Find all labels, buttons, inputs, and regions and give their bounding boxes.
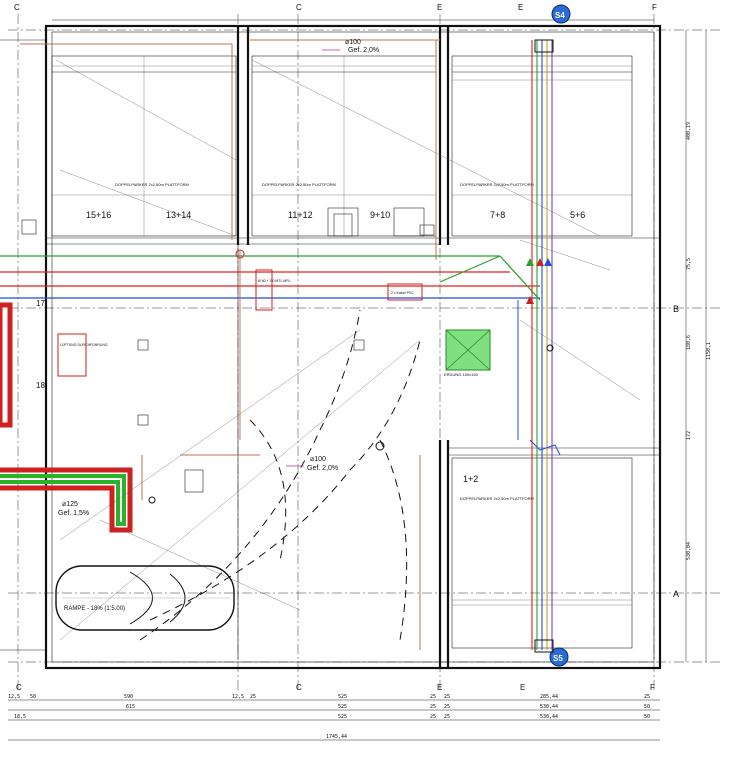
red-label-cable: 2 x Kabel PVC	[391, 291, 414, 295]
bottom-dims-row2: 615 525 25 25 530,44 50	[126, 704, 650, 710]
right-dimension-lines: 400,19 75,5 180,6 172 1150,1 530,04	[685, 30, 712, 662]
slope-label-top: ⌀100 Gef. 2,0%	[322, 39, 379, 54]
bay-labels: 15+16 13+14 11+12 9+10 7+8 5+6 1+2	[86, 210, 585, 484]
riser-s4: S4	[551, 4, 571, 24]
slope-label-mid: ⌀100 Gef. 2,0%	[286, 456, 338, 472]
bay-label-11-12: 11+12	[288, 210, 313, 220]
duplex-labels: DOPPELPARKER 2x2,50m PLATTFORM DOPPELPAR…	[115, 182, 534, 501]
bay-label-13-14: 13+14	[166, 210, 191, 220]
grid-axis-labels: C C E E F C C E E F B A	[14, 3, 679, 692]
slope-top-diameter: ⌀100	[345, 39, 361, 46]
right-dim-3: 180,6	[686, 335, 692, 350]
right-dim-4: 172	[686, 431, 692, 440]
dim-r2-5: 50	[644, 704, 650, 710]
bottom-dims-row3: 18,5 525 25 25 530,44 50	[14, 714, 650, 720]
dim-r2-4: 530,44	[540, 704, 558, 710]
axis-label-bottom-e2: E	[520, 683, 525, 692]
dim-r1-7: 25	[444, 694, 450, 700]
riser-s5: S5	[549, 647, 569, 667]
right-dim-2: 75,5	[686, 258, 692, 270]
axis-label-bottom-e1: E	[437, 683, 442, 692]
axis-label-bottom-c1: C	[16, 683, 22, 692]
pipe-runs	[0, 39, 561, 650]
dim-r3-2: 25	[430, 714, 436, 720]
slope-label-left: ⌀125 Gef. 1,5%	[58, 501, 89, 517]
axis-label-top-c1: C	[14, 3, 20, 12]
duplex-label-1: DOPPELPARKER 2x2,50m PLATTFORM	[115, 182, 189, 187]
dim-r2-1: 525	[338, 704, 347, 710]
riser-s4-label: S4	[555, 11, 565, 20]
axis-label-right-b: B	[673, 304, 679, 314]
drain-channel	[0, 302, 133, 533]
axis-label-bottom-c2: C	[296, 683, 302, 692]
dim-r2-3: 25	[444, 704, 450, 710]
duplex-label-4: DOPPELPARKER 2x2,50m PLATTFORM	[460, 496, 534, 501]
right-dim-6: 530,04	[686, 542, 692, 560]
dim-r1-5: 525	[338, 694, 347, 700]
dim-r1-9: 25	[644, 694, 650, 700]
bottom-dimension-lines	[8, 699, 660, 741]
dim-r3-4: 530,44	[540, 714, 558, 720]
red-label-pipe: Ø 60 + 2 0 MTL.MPL	[258, 279, 291, 283]
green-shaft	[445, 329, 491, 371]
slope-left-slope: Gef. 1,5%	[58, 510, 89, 517]
pipe-arrows	[526, 258, 552, 304]
ramp-label: RAMPE - 18% (1:5.00)	[64, 606, 125, 612]
riser-s5-label: S5	[553, 654, 563, 663]
right-dim-1: 400,19	[686, 122, 692, 140]
right-dim-5: 1150,1	[706, 342, 712, 360]
slope-top-slope: Gef. 2,0%	[348, 47, 379, 54]
bottom-dims-row1: 12,5 50 590 12,5 25 525 25 25 285,44 25	[8, 694, 650, 700]
axis-label-top-e2: E	[518, 3, 523, 12]
fixtures	[21, 219, 554, 504]
dim-r3-0: 18,5	[14, 714, 26, 720]
bay-label-5-6: 5+6	[570, 210, 585, 220]
bay-label-7-8: 7+8	[490, 210, 505, 220]
dim-r1-3: 12,5	[232, 694, 244, 700]
outer-walls	[0, 24, 662, 670]
dim-r3-1: 525	[338, 714, 347, 720]
axis-label-right-a: A	[673, 589, 679, 599]
duplex-label-3: DOPPELPARKER 2x2,50m PLATTFORM	[460, 182, 534, 187]
dim-r1-4: 25	[250, 694, 256, 700]
total-dimension: 1745,44	[326, 734, 347, 740]
slope-mid-slope: Gef. 2,0%	[307, 465, 338, 472]
axis-label-top-c2: C	[296, 3, 302, 12]
dim-r3-3: 25	[444, 714, 450, 720]
dim-r1-6: 25	[430, 694, 436, 700]
dim-r2-0: 615	[126, 704, 135, 710]
slope-left-diameter: ⌀125	[62, 501, 78, 508]
bay-label-9-10: 9+10	[370, 210, 390, 220]
stair-box	[327, 207, 425, 237]
room-label-18: 18	[36, 381, 45, 390]
room-label-17: 17	[36, 299, 45, 308]
axis-label-top-e1: E	[437, 3, 442, 12]
dim-r3-5: 50	[644, 714, 650, 720]
red-labels: 2 x Kabel PVC LÜFTUNG DURCHFÜHRUNG Ø 60 …	[57, 269, 423, 377]
slope-mid-diameter: ⌀100	[310, 456, 326, 463]
dim-r1-2: 590	[124, 694, 133, 700]
grid-axes	[8, 14, 720, 690]
dim-r1-1: 50	[30, 694, 36, 700]
axis-label-top-f: F	[652, 3, 657, 12]
dim-r1-8: 285,44	[540, 694, 558, 700]
axis-label-bottom-f: F	[650, 683, 655, 692]
car-outline	[55, 565, 235, 631]
shaft-label: ERDUNG 150x150	[444, 372, 479, 377]
dim-r2-2: 25	[430, 704, 436, 710]
dim-r1-0: 12,5	[8, 694, 20, 700]
bay-label-1-2: 1+2	[463, 474, 478, 484]
bay-label-15-16: 15+16	[86, 210, 111, 220]
top-dimension-lines	[52, 19, 654, 73]
red-label-ventilation: LÜFTUNG DURCHFÜHRUNG	[60, 343, 108, 347]
duplex-label-2: DOPPELPARKER 2x2,50m PLATTFORM	[262, 182, 336, 187]
ramp-curves	[59, 309, 421, 641]
